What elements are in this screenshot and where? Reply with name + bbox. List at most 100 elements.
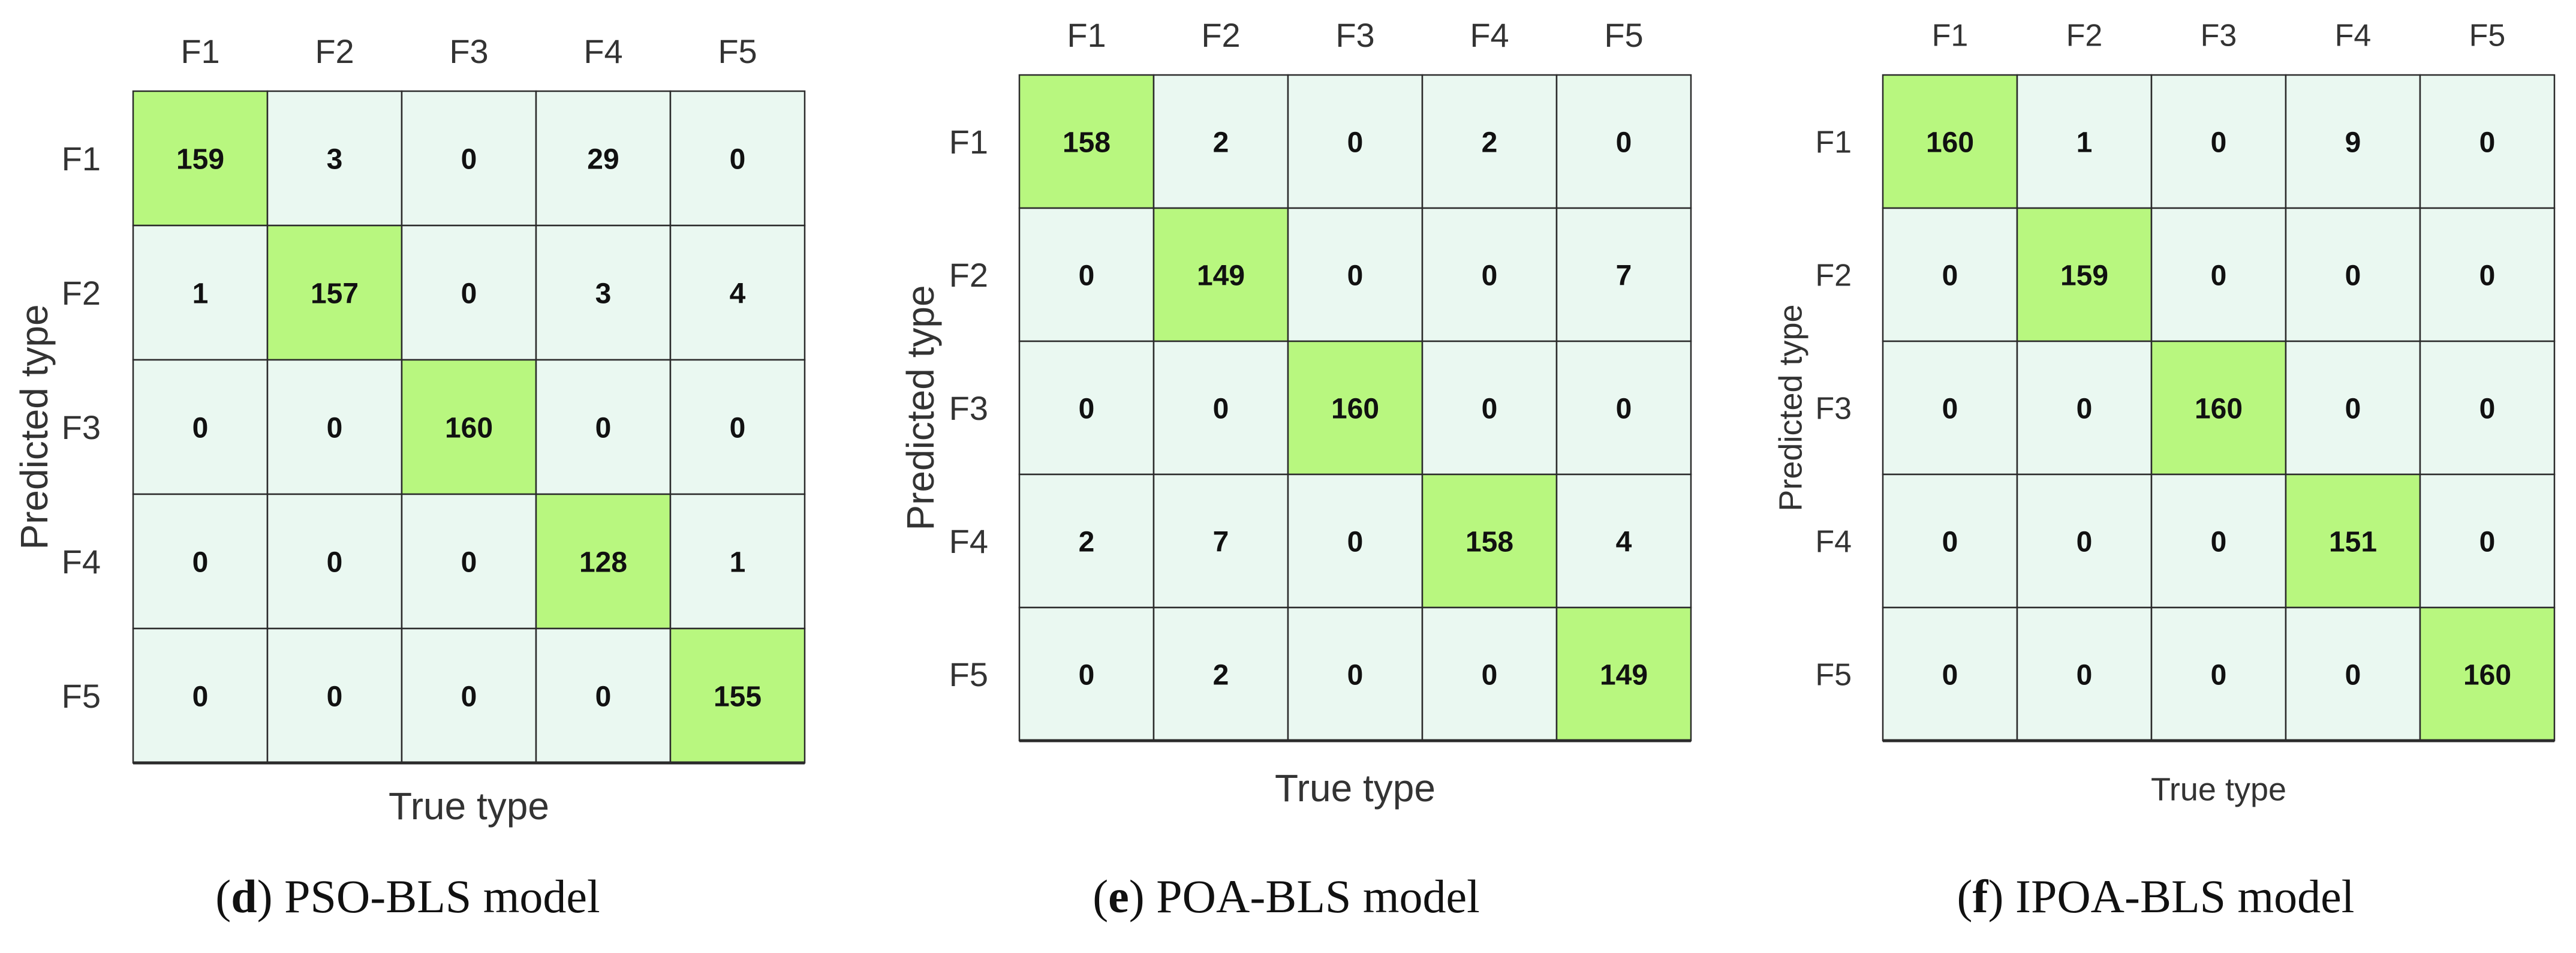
caption-e: (e) POA-BLS model [1093,870,1480,922]
cell-value: 0 [1347,260,1364,291]
matrix-cell [132,90,269,227]
x-tick-label: F4 [2335,19,2372,53]
matrix-cell [1882,74,2018,209]
matrix-cell [266,627,403,764]
x-tick-label: F4 [1470,16,1509,54]
matrix-cell [401,493,537,630]
matrix-cell [401,224,537,361]
x-tick-label: F3 [449,32,488,70]
cell-value: 0 [2345,393,2361,425]
cell-value: 0 [1213,393,1229,425]
matrix-cell [266,90,403,227]
cell-value: 160 [1331,393,1379,425]
cell-value: 7 [1616,260,1632,291]
cell-value: 0 [327,412,343,444]
cell-value: 155 [714,681,762,713]
matrix-cell [2419,207,2556,342]
matrix-cell [1287,207,1424,342]
cell-value: 1 [192,278,209,309]
x-axis-title: True type [389,784,549,828]
matrix-cell [266,493,403,630]
cell-value: 159 [176,143,224,175]
matrix-cell [2419,473,2556,609]
cell-value: 0 [2479,127,2496,158]
cell-value: 9 [2345,127,2361,158]
cell-value: 0 [192,546,209,578]
cell-value: 157 [311,278,359,309]
cell-value: 2 [1213,127,1229,158]
matrix-cell [2016,473,2153,609]
matrix-cell [1421,207,1558,342]
y-tick-label: F2 [949,256,988,294]
matrix-cell [1287,74,1424,209]
matrix-cell [1555,606,1692,742]
x-tick-label: F2 [1201,16,1240,54]
cell-value: 0 [1482,659,1498,691]
cell-value: 0 [2479,260,2496,291]
cell-value: 0 [1482,393,1498,425]
cell-value: 0 [461,546,477,578]
cell-value: 4 [1616,526,1632,558]
cell-value: 0 [730,412,746,444]
cell-value: 0 [2211,260,2227,291]
matrix-cell [1018,207,1155,342]
caption-f: (f) IPOA-BLS model [1957,870,2355,922]
cell-value: 0 [327,546,343,578]
y-tick-label: F2 [62,274,101,312]
cell-value: 3 [327,143,343,175]
matrix-cell [2285,207,2421,342]
cell-value: 7 [1213,526,1229,558]
matrix-cell [132,224,269,361]
x-tick-label: F5 [718,32,757,70]
matrix-cell [669,224,806,361]
cell-value: 2 [1482,127,1498,158]
cell-value: 0 [2077,526,2093,558]
matrix-cell [1287,340,1424,476]
cell-value: 0 [1482,260,1498,291]
matrix-cell [2150,340,2287,476]
y-tick-label: F4 [1815,525,1852,560]
x-tick-label: F2 [2066,19,2103,53]
x-axis-title: True type [2151,771,2286,807]
cell-value: 0 [1942,526,1958,558]
caption-text: IPOA-BLS model [2003,870,2355,922]
matrix-cell [1882,207,2018,342]
cell-value: 128 [579,546,627,578]
matrix-cell [266,359,403,495]
cell-value: 0 [461,681,477,713]
matrix-cell [1018,340,1155,476]
matrix-cell [2419,606,2556,742]
y-tick-label: F1 [62,140,101,178]
caption-d: (d) PSO-BLS model [215,870,600,922]
y-tick-label: F1 [949,123,988,161]
matrix-cell [132,493,269,630]
caption-letter: f [1972,870,1988,922]
cell-value: 159 [2060,260,2108,291]
y-axis-title: Predicted type [1772,304,1808,511]
matrix-cell [2285,74,2421,209]
cell-value: 158 [1465,526,1513,558]
cell-value: 0 [2211,526,2227,558]
matrix-cell [1152,340,1289,476]
cell-value: 160 [2195,393,2243,425]
matrix-cell [1152,207,1289,342]
cell-value: 0 [461,278,477,309]
matrix-cell [1421,74,1558,209]
matrix-cell [2150,74,2287,209]
cell-value: 0 [192,412,209,444]
cell-value: 0 [1942,659,1958,691]
x-tick-label: F5 [1604,16,1643,54]
cell-value: 0 [1079,659,1095,691]
x-tick-label: F1 [1932,19,1969,53]
y-tick-label: F4 [949,522,988,560]
y-tick-label: F5 [949,656,988,693]
cell-value: 160 [445,412,493,444]
cell-value: 160 [1926,127,1974,158]
cell-value: 0 [1616,393,1632,425]
cell-value: 0 [1347,127,1364,158]
x-tick-label: F3 [1335,16,1374,54]
matrix-cell [2419,340,2556,476]
matrix-cell [1882,340,2018,476]
